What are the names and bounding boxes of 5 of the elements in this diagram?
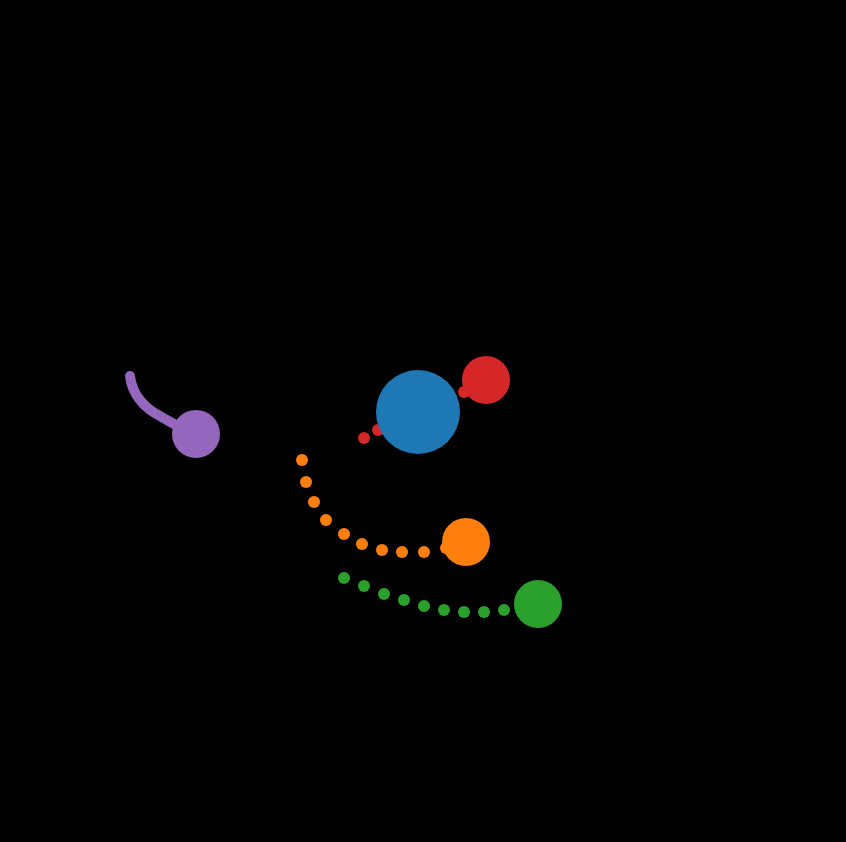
circle-node bbox=[376, 370, 460, 454]
circle-node bbox=[514, 580, 562, 628]
circle-node bbox=[172, 410, 220, 458]
circle-node bbox=[462, 356, 510, 404]
circle-node bbox=[442, 518, 490, 566]
